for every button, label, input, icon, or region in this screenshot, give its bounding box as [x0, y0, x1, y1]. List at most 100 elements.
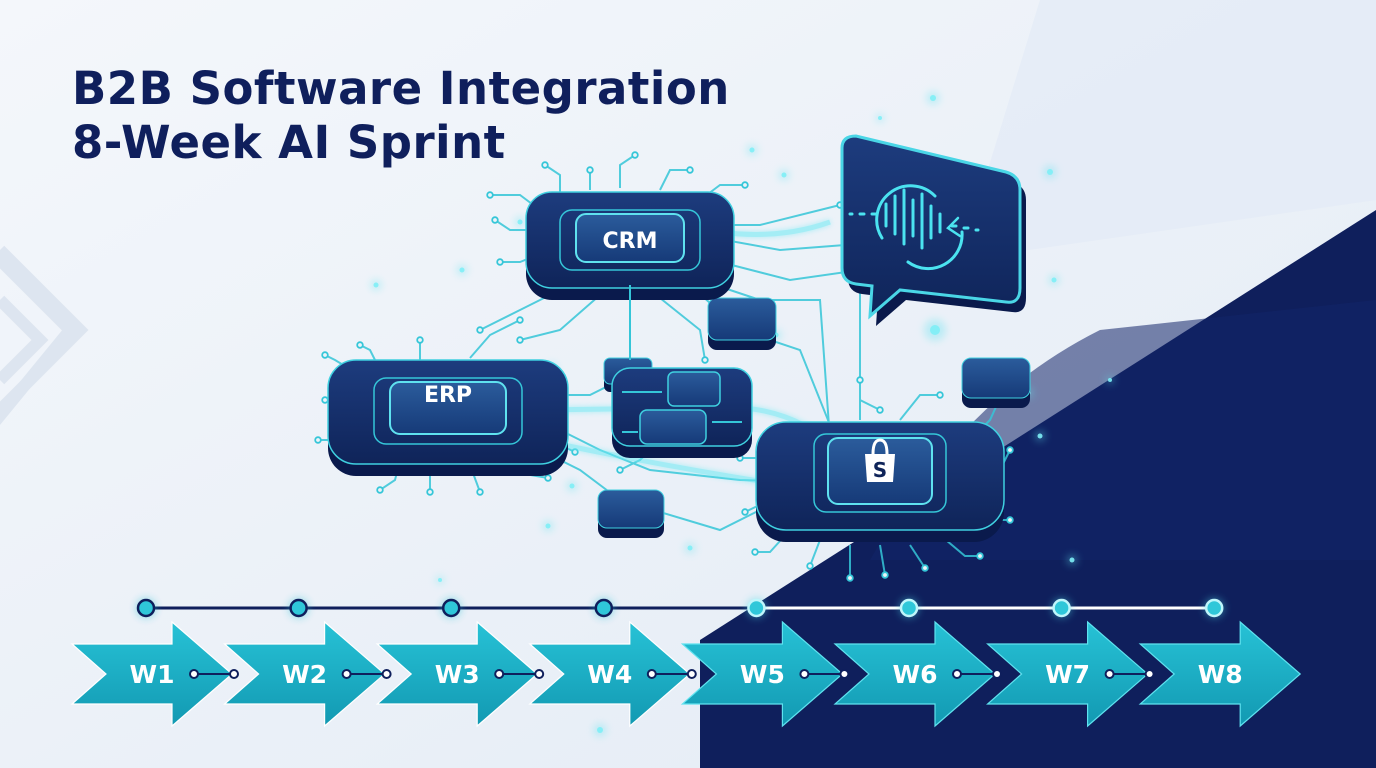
milestone-node [441, 598, 461, 618]
week-link-dot [1144, 669, 1155, 679]
circuit-pad [876, 406, 884, 414]
week-arrow [375, 620, 539, 728]
milestone-node [899, 598, 919, 618]
week-link-dot [494, 669, 505, 679]
particle [545, 523, 551, 529]
week-label: W8 [1198, 660, 1243, 689]
circuit-trace [699, 279, 831, 441]
circuit-trace [544, 164, 561, 195]
week-arrow [833, 620, 996, 728]
hub-chip [611, 367, 753, 458]
circuit-trace [724, 239, 846, 252]
week-label: W2 [282, 660, 327, 689]
particle [687, 545, 693, 551]
background-facet [960, 0, 1376, 260]
particle [930, 95, 936, 101]
circuit-pad [376, 486, 384, 494]
week-link-dot [992, 669, 1002, 679]
week-arrow [223, 620, 386, 728]
circuit-trace [649, 289, 706, 361]
milestone-node [1052, 598, 1071, 618]
particle [749, 147, 755, 153]
background-chevrons [0, 245, 89, 426]
particle [1037, 433, 1043, 439]
erp-chip: ERP [327, 359, 569, 476]
circuit-pad [686, 166, 694, 174]
circuit-pad [541, 161, 549, 169]
circuit-trace [809, 539, 821, 567]
cube-block [707, 297, 777, 350]
circuit-trace [909, 544, 926, 569]
week-label: W1 [130, 660, 175, 689]
circuit-pad [476, 488, 484, 496]
particle [930, 325, 940, 335]
voice-waveform-icon [848, 184, 980, 271]
page-title: B2B Software Integration 8-Week AI Sprin… [72, 62, 730, 170]
week-label: W7 [1045, 660, 1090, 689]
circuit-pad [741, 508, 749, 516]
particle [459, 267, 465, 273]
circuit-pad [1006, 516, 1014, 524]
circuit-pad [921, 564, 929, 572]
week-link-dot [341, 669, 352, 679]
particle [1069, 557, 1075, 563]
particle [1047, 169, 1053, 175]
circuit-pad [476, 326, 484, 334]
week-arrow [1138, 620, 1302, 728]
week-arrow [680, 620, 844, 728]
week-link-dot [534, 669, 545, 679]
circuit-pad [751, 548, 759, 556]
circuit-trace [519, 294, 601, 341]
week-label: W3 [435, 660, 480, 689]
circuit-pad [586, 166, 594, 174]
milestone-node [594, 598, 614, 618]
particle [878, 116, 882, 120]
title-line-2: 8-Week AI Sprint [72, 116, 506, 169]
particle [1051, 277, 1057, 283]
circuit-pad [631, 151, 639, 159]
circuit-pad [1006, 446, 1014, 454]
crm-chip: CRM [525, 191, 735, 300]
circuit-pad [496, 258, 504, 266]
milestone-node [747, 598, 766, 618]
week-link-dot [952, 669, 962, 679]
circuit-pad [846, 574, 854, 582]
circuit-pad [516, 336, 524, 344]
particle [1108, 378, 1112, 382]
circuit-trace [619, 154, 636, 188]
circuit-pad [321, 351, 329, 359]
week-arrow [70, 620, 233, 728]
week-arrow [528, 620, 691, 728]
week-label: W6 [893, 660, 938, 689]
circuit-pad [806, 562, 814, 570]
circuit-trace [659, 169, 690, 191]
circuit-pad [881, 571, 889, 579]
shopping-bag-icon: S [865, 438, 895, 482]
particle [438, 578, 442, 582]
week-arrow [986, 620, 1149, 728]
week-label: W4 [587, 660, 632, 689]
circuit-pad [356, 341, 364, 349]
erp-label: ERP [424, 383, 472, 408]
timeline-arrows: W1 W2 W3 W4 W5 W6 W7 W8 [70, 620, 1302, 728]
circuit-pad [314, 436, 322, 444]
crm-label: CRM [603, 229, 658, 254]
cube-block [597, 489, 665, 538]
circuit-trace [469, 319, 521, 359]
particle [597, 727, 603, 733]
circuit-pad [976, 552, 984, 560]
week-label: W5 [740, 660, 785, 689]
circuit-pad [544, 474, 552, 482]
week-link-dot [799, 669, 810, 679]
circuit-pad [936, 391, 944, 399]
week-link-dot [189, 669, 199, 679]
week-link-dot [1104, 669, 1115, 679]
particle [373, 282, 379, 288]
circuit-pad [741, 181, 749, 189]
circuit-pad [486, 191, 494, 199]
week-link-dot [229, 669, 239, 679]
milestone-node [1204, 598, 1224, 618]
week-link-dot [381, 669, 392, 679]
